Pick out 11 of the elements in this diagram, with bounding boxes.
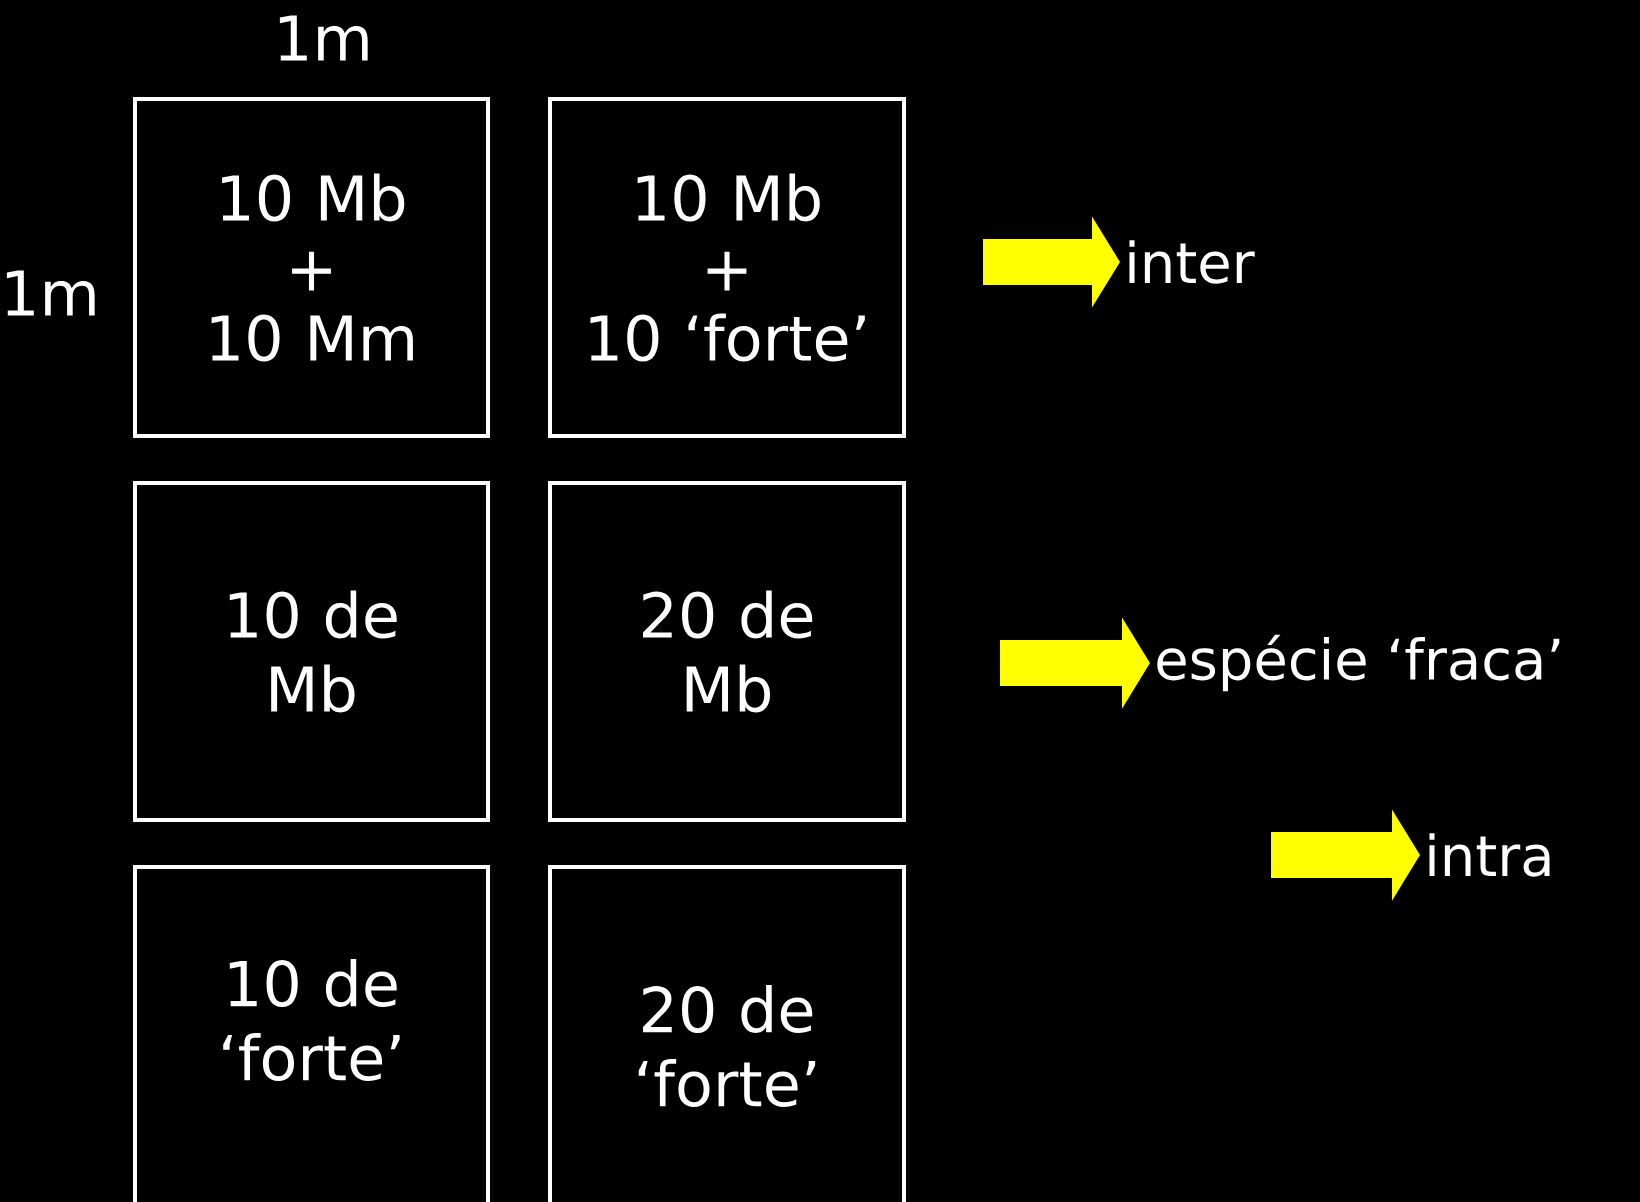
text-box: 10 de ‘forte’ bbox=[133, 865, 490, 1202]
text-box: 10 de Mb bbox=[133, 481, 490, 822]
arrow-label: espécie ‘fraca’ bbox=[1157, 634, 1560, 692]
arrow-label: inter bbox=[1129, 240, 1255, 284]
text-box: 20 de Mb bbox=[548, 481, 906, 822]
dimension-label: 1m bbox=[6, 270, 95, 316]
text-box: 10 Mb + 10 Mm bbox=[133, 97, 490, 438]
dimension-label: 1m bbox=[279, 15, 368, 61]
text-box: 10 Mb + 10 ‘forte’ bbox=[548, 97, 906, 438]
text-box: 20 de ‘forte’ bbox=[548, 865, 906, 1202]
arrow-label: intra bbox=[1429, 833, 1550, 877]
